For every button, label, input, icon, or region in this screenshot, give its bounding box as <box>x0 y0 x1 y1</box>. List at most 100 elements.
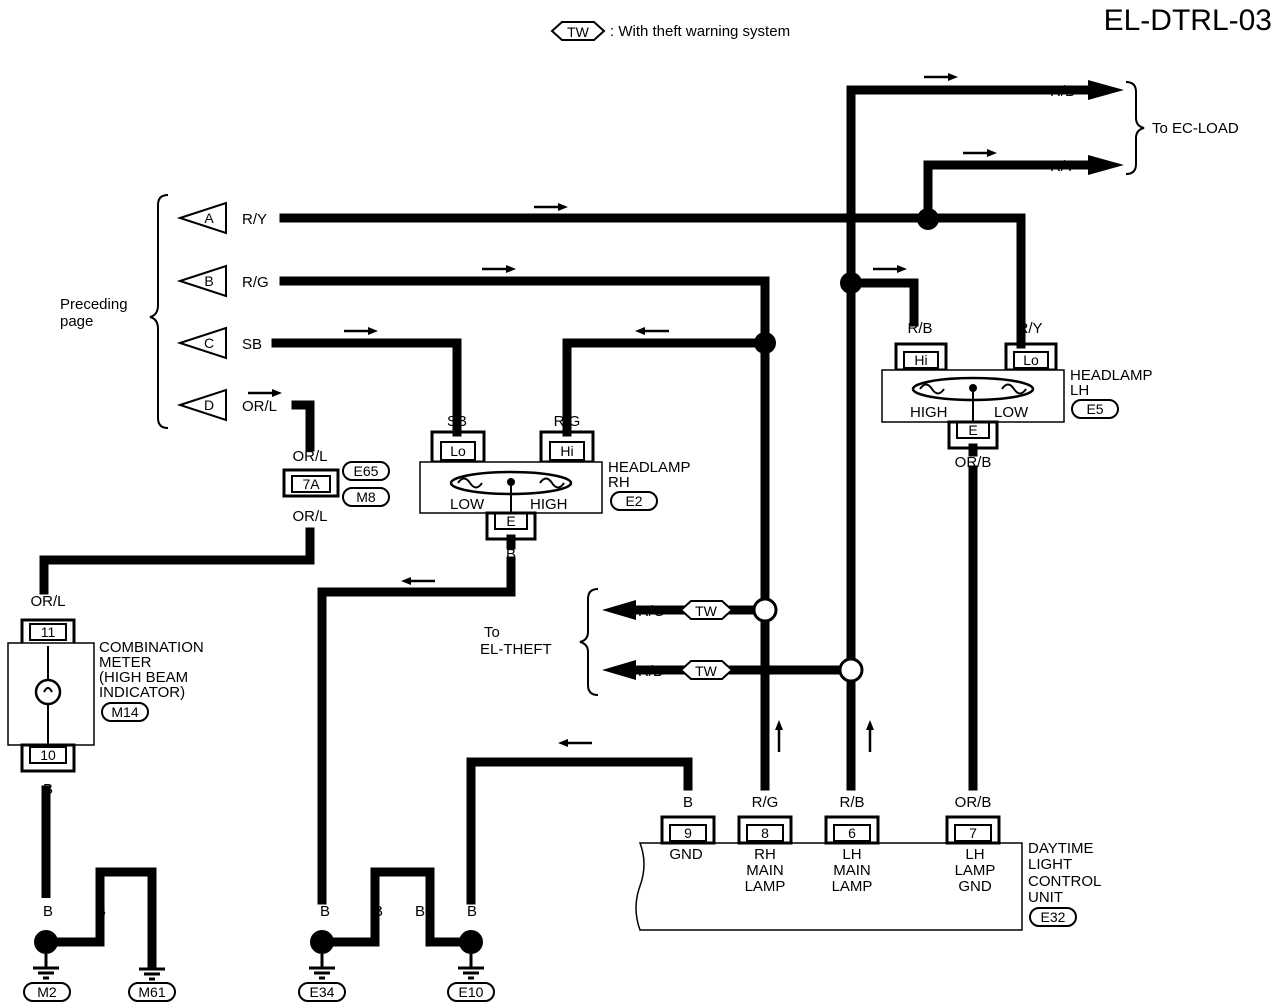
cu-name-3: CONTROL <box>1028 873 1101 890</box>
cu-pin8-func1: RH <box>754 846 776 863</box>
cu-pin8-func2: MAIN <box>746 862 784 879</box>
input-c: C SB <box>176 326 262 360</box>
splice-rb-theft <box>838 657 864 683</box>
meter-pin-top <box>29 623 67 641</box>
ground-m2-dot <box>34 930 58 954</box>
ground-e34-dot <box>310 930 334 954</box>
legend-badge: TW <box>567 24 590 40</box>
headlamp-lh-conn: E5 <box>1086 401 1103 417</box>
input-c-wire: SB <box>242 336 262 353</box>
arrow-ry-ec-load <box>1088 155 1124 175</box>
el-theft-group: To EL-THEFT R/G R/B TW TW <box>480 588 734 696</box>
headlamp-rh-conn-badge <box>610 491 658 511</box>
headlamp-lh-e: E <box>968 422 977 438</box>
arrow-rb-ec-load <box>1088 80 1124 100</box>
preceding-page-label-2: page <box>60 313 93 330</box>
control-unit-body <box>635 842 1023 931</box>
legend-text: : With theft warning system <box>610 23 790 40</box>
cu-pin7 <box>954 824 992 842</box>
joint-wire-bottom: OR/L <box>292 508 327 525</box>
el-theft-brace <box>579 588 599 696</box>
combination-meter: OR/L 11 10 B COMBINATION METER (HIGH BEA… <box>7 593 204 798</box>
meter-pin-top-label: 11 <box>41 624 56 640</box>
input-b-letter: B <box>204 273 213 289</box>
headlamp-rh-name-1: HEADLAMP <box>608 459 691 476</box>
tw-badge-rb: TW <box>695 663 718 679</box>
headlamp-rh-conn: E2 <box>625 493 642 509</box>
headlamp-rh-hi-pin <box>549 441 585 461</box>
cu-name-1: DAYTIME <box>1028 840 1094 857</box>
meter-conn-badge <box>101 702 149 722</box>
meter-bulb <box>34 678 62 706</box>
joint-conn1-badge <box>342 461 390 481</box>
cu-pin8-wire: R/G <box>752 794 779 811</box>
tw-badge-rg-shape <box>679 600 734 620</box>
headlamp-lh-hi-pin <box>903 351 939 369</box>
cu-pin8-func3: LAMP <box>745 878 786 895</box>
ground-e10: E10 <box>459 984 484 1000</box>
headlamp-lh-conn-badge <box>1071 399 1119 419</box>
meter-name-1: COMBINATION <box>99 639 204 656</box>
input-a: A R/Y <box>176 201 267 235</box>
headlamp-lh-low: LOW <box>994 404 1029 421</box>
input-d-wire: OR/L <box>242 398 277 415</box>
cu-pin7-label: 7 <box>969 825 977 841</box>
headlamp-lh-wire-ry: R/Y <box>1017 320 1042 337</box>
headlamp-lh-e-pin <box>956 421 990 439</box>
ec-load-label: To EC-LOAD <box>1152 120 1239 137</box>
headlamp-lh-lo: Lo <box>1023 352 1039 368</box>
ec-load-group: R/B R/Y To EC-LOAD <box>1050 81 1239 175</box>
ec-load-brace <box>1125 81 1145 175</box>
cu-pin6-func3: LAMP <box>832 878 873 895</box>
headlamp-rh-name-2: RH <box>608 474 630 491</box>
cu-pin7-wire: OR/B <box>955 794 992 811</box>
input-d-triangle <box>176 388 227 422</box>
input-c-triangle <box>176 326 227 360</box>
meter-conn: M14 <box>111 704 138 720</box>
joint-pin <box>291 475 331 493</box>
el-theft-wire-rg: R/G <box>638 603 665 620</box>
ground-e10-dot <box>459 930 483 954</box>
preceding-page-label-1: Preceding <box>60 296 128 313</box>
ground-wire-7: B <box>467 903 477 920</box>
cu-name-4: UNIT <box>1028 889 1063 906</box>
input-b-triangle <box>176 264 227 298</box>
ec-load-wire-ry: R/Y <box>1050 158 1075 175</box>
headlamp-rh-low: LOW <box>450 496 485 513</box>
preceding-page-brace <box>149 194 169 429</box>
ground-m2-badge <box>23 982 71 1002</box>
headlamp-lh-lo-pin <box>1013 351 1049 369</box>
ground-wire-3: B <box>147 903 157 920</box>
ground-e34-badge <box>298 982 346 1002</box>
headlamp-lh-high: HIGH <box>910 404 948 421</box>
cu-pin8-label: 8 <box>761 825 769 841</box>
meter-name-2: METER <box>99 654 152 671</box>
tw-badge-rb-shape <box>679 660 734 680</box>
ground-e34: E34 <box>310 984 335 1000</box>
headlamp-rh-e-pin <box>494 512 528 530</box>
cu-pin6-func1: LH <box>842 846 861 863</box>
el-theft-wire-rb: R/B <box>638 663 663 680</box>
headlamp-lh-wire-orb: OR/B <box>955 454 992 471</box>
joint-wire-top: OR/L <box>292 448 327 465</box>
meter-wire-bottom: B <box>43 781 53 798</box>
headlamp-rh-wire-b: B <box>506 546 516 563</box>
meter-name-4: INDICATOR) <box>99 684 185 701</box>
cu-conn: E32 <box>1041 909 1066 925</box>
el-theft-label-1: To <box>484 624 500 641</box>
cu-pin6 <box>833 824 871 842</box>
tw-badge-rg: TW <box>695 603 718 619</box>
joint-conn2-badge <box>342 487 390 507</box>
joint-connector: OR/L 7A OR/L E65 M8 <box>282 448 390 525</box>
meter-pin-bottom <box>29 746 67 764</box>
joint-conn1: E65 <box>354 463 379 479</box>
control-unit: B 9 GND R/G 8 RH MAIN LAMP R/B 6 LH MAIN… <box>635 794 1101 931</box>
legend: TW : With theft warning system <box>550 21 790 41</box>
cu-pin6-wire: R/B <box>839 794 864 811</box>
headlamp-rh-hi: Hi <box>560 443 573 459</box>
arrow-rb-el-theft <box>602 660 636 680</box>
input-b-wire: R/G <box>242 274 269 291</box>
el-theft-label-2: EL-THEFT <box>480 641 552 658</box>
headlamp-lh-name-1: HEADLAMP <box>1070 367 1153 384</box>
